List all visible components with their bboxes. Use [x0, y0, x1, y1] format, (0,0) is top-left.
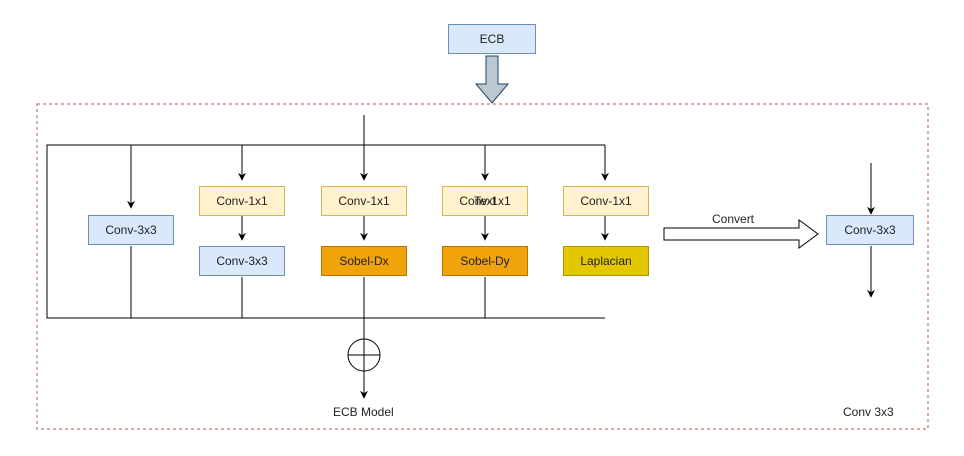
- convert-arrow: [663, 219, 819, 249]
- branch3-conv1x1-box: Conv-1x1: [321, 186, 407, 216]
- dashed-frame: [36, 103, 929, 430]
- branch1-conv3x3-box: Conv-3x3: [88, 215, 174, 245]
- big-down-arrow: [474, 55, 510, 104]
- conv3x3-caption: Conv 3x3: [843, 405, 894, 419]
- sum-node: [347, 338, 381, 372]
- branch2-conv3x3-box: Conv-3x3: [199, 246, 285, 276]
- laplacian-box: Laplacian: [563, 246, 649, 276]
- ecb-model-caption: ECB Model: [333, 405, 394, 419]
- branch2-conv1x1-box: Conv-1x1: [199, 186, 285, 216]
- sobel-dx-box: Sobel-Dx: [321, 246, 407, 276]
- branch-wiring: [46, 115, 609, 399]
- convert-label: Convert: [712, 212, 755, 226]
- ecb-box: ECB: [448, 24, 536, 54]
- branch4-conv1x1-box: Conv-1x1 Text: [442, 186, 528, 216]
- branch4-conv1x1-label: Conv-1x1: [459, 194, 511, 208]
- branch5-conv1x1-box: Conv-1x1: [563, 186, 649, 216]
- branch4-text-overlay: Text: [473, 194, 496, 208]
- result-conv3x3-box: Conv-3x3: [826, 215, 914, 245]
- sobel-dy-box: Sobel-Dy: [442, 246, 528, 276]
